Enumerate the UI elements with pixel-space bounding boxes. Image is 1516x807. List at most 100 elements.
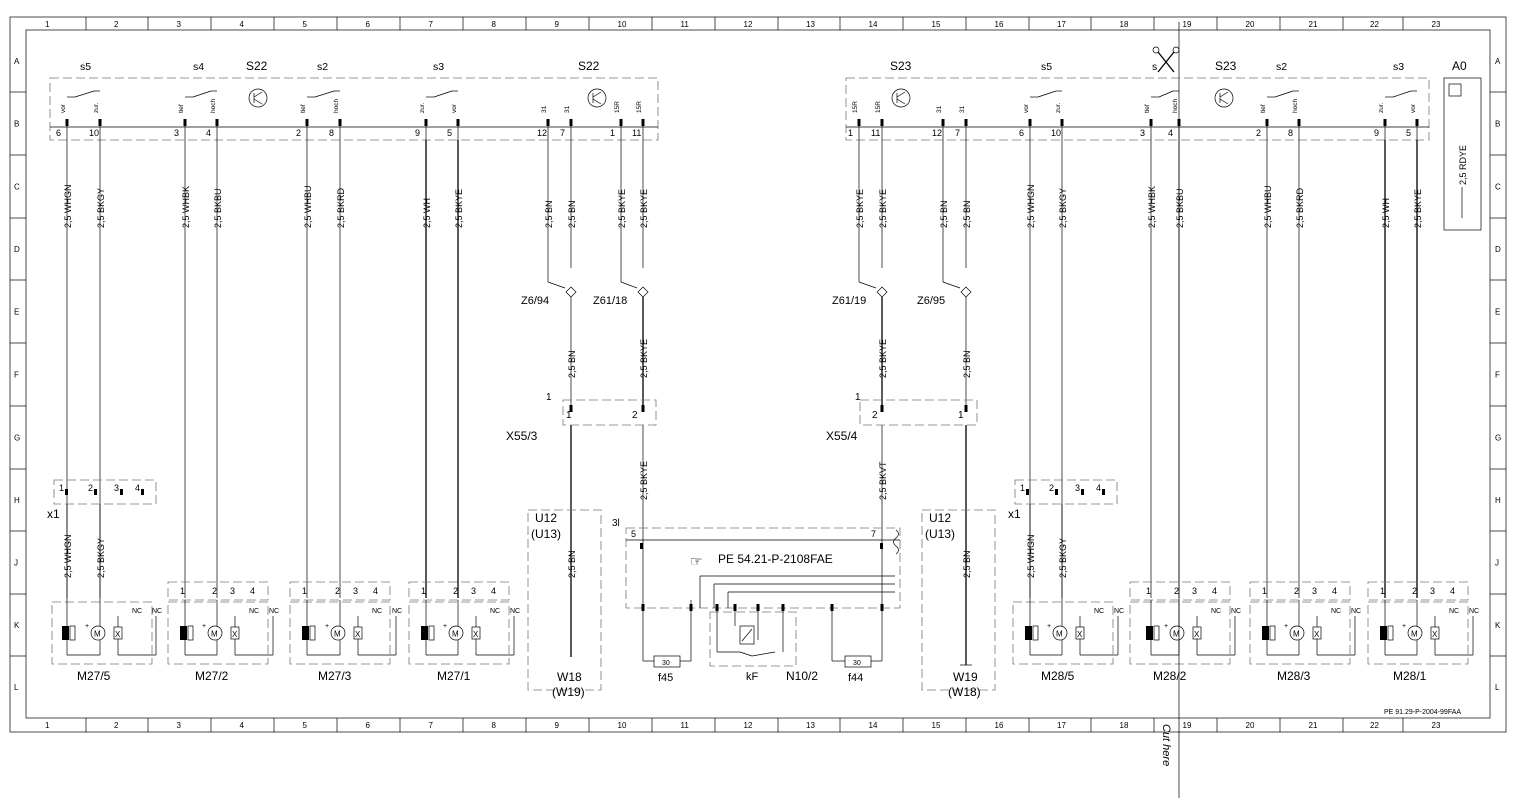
n10-2-internal-wiring [640,529,899,667]
grid-row-right-C: C [1495,183,1501,192]
s22-pin-marker [215,119,219,126]
x55-4-label: X55/4 [826,429,858,443]
s23-contact-label: zur. [1055,102,1062,113]
motor-m28-5-nc-label: NC [1114,608,1124,615]
wire-label-left: 2,5 WHBU [303,185,313,228]
mid-wire-label: 2,5 BN [962,350,972,378]
wire-label-left: 2,5 WHBK [181,186,191,228]
motor-m28-3-sensor-x: X [1314,630,1320,639]
s23-pin-marker [1383,119,1387,126]
grid-row-left-L: L [14,683,19,692]
n10-2-module-box [625,527,901,609]
grid-col-top-13: 13 [806,20,815,29]
motor-m27-2-motor-icon [207,625,223,641]
module-bottom-pin [715,604,719,611]
relay-wire [751,651,776,657]
lower-wire-label: 2,5 BKGY [1058,538,1068,578]
grid-col-bottom-21: 21 [1309,721,1318,730]
grid-row-right-B: B [1495,120,1500,129]
inner-frame [25,29,1491,719]
grid-row-right-G: G [1495,434,1501,443]
x55-4-pin2: 2 [872,410,878,421]
switch-toggle [1392,90,1412,98]
f45-label: f45 [658,672,673,684]
s22-contact-label: 31 [541,105,548,113]
reference-icon: ☞ [690,553,703,569]
motor-m27-2-nc-label: NC [269,608,279,615]
grid-col-bottom-20: 20 [1246,721,1255,730]
grid-col-bottom-3: 3 [177,721,182,730]
grid-col-top-16: 16 [995,20,1004,29]
grid-col-top-6: 6 [366,20,371,29]
grid-row-left-E: E [14,308,19,317]
motor-m28-2-box [1129,601,1231,665]
motor-m28-2-nc-label: NC [1211,608,1221,615]
grid-col-bottom-13: 13 [806,721,815,730]
grid-col-bottom-15: 15 [932,721,941,730]
x1-pin-number: 3 [114,483,119,493]
motor-m27-3-sensor [302,626,309,640]
lower-wire-label: 2,5 WHGN [63,534,73,578]
motor-m28-3-motor-m: M [1293,630,1300,639]
x55-4-pin1: 1 [958,410,964,421]
s22-contact-label: tief [178,104,185,113]
switch-group-label-left: s4 [193,61,204,73]
s23-pin-number: 9 [1374,128,1379,138]
lower-wire-label: 2,5 BKGY [96,538,106,578]
s23-pin-marker [964,119,968,126]
motor-m27-1-box [408,601,510,665]
grid-col-bottom-18: 18 [1120,721,1129,730]
grid-row-right-E: E [1495,308,1500,317]
wire-label-left: 2,5 BKBU [213,188,223,228]
a0-square-icon [1448,83,1462,97]
motor-m27-3-nc-label: NC [372,608,382,615]
grid-col-bottom-2: 2 [114,721,119,730]
wire-label-right: 2,5 BN [939,200,949,228]
motor-m27-3-pin-number: 2 [335,586,340,596]
s23-contact-label: zur. [1378,102,1385,113]
motor-m28-3-nc-label: NC [1351,608,1361,615]
s23-contact-label: 31 [936,105,943,113]
wire-label-left: 2,5 BKRD [336,187,346,228]
motor-m27-2-nc-label: NC [249,608,259,615]
motor-m27-5-label: M27/5 [77,669,111,683]
grid-row-left-G: G [14,434,20,443]
module-squiggle [893,529,899,555]
splice-label: Z61/18 [593,295,627,307]
wire-label-right: 2,5 BKYE [1413,189,1423,228]
cut-here-label: Cut here [1160,724,1172,766]
motor-m28-3-sensor [1262,626,1269,640]
s23-pin-number: 7 [955,128,960,138]
transistor-emitter [592,98,602,105]
s22-contact-label: 15R [636,101,643,113]
motor-m27-3-sensor-outline [309,625,316,641]
grid-row-left-H: H [14,496,20,505]
s23-contact-label: 15R [852,101,859,113]
grid-row-right-F: F [1495,371,1500,380]
grid-row-left-J: J [14,559,18,568]
module-pin5-marker [640,543,643,549]
motor-m28-5-motor-m: M [1056,630,1063,639]
splice-diag [547,281,566,289]
grid-row-right-J: J [1495,559,1499,568]
x1-pin-marker [1102,489,1105,495]
grid-col-bottom-4: 4 [240,721,245,730]
switch-toggle [1158,90,1174,98]
motor-m28-1-sensor-outline [1387,625,1394,641]
grid-col-bottom-22: 22 [1370,721,1379,730]
s22-pin-marker [424,119,428,126]
switch-toggle [1037,90,1057,98]
motor-m28-2-nc-label: NC [1231,608,1241,615]
mid-wire-label: 2,5 BKYE [878,339,888,378]
module-bottom-pin [756,604,760,611]
motor-m28-1-pin-number: 3 [1430,586,1435,596]
x55-3-pin2: 2 [632,410,638,421]
switch-toggle [74,90,95,98]
a0-wire-label: 2,5 RDYE [1458,145,1468,185]
x1-pin-number: 1 [1020,483,1025,493]
transistor-icon [891,88,911,108]
grid-row-right-L: L [1495,683,1500,692]
motor-m27-5-box [51,601,153,665]
x55-3-pin1: 1 [566,410,572,421]
